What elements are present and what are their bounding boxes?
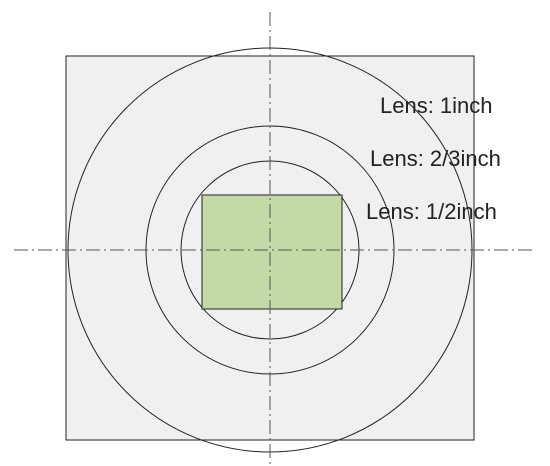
label-lens-2-3inch: Lens: 2/3inch [370,146,501,171]
label-lens-1-2inch: Lens: 1/2inch [366,199,497,224]
sensor-rectangle [201,194,343,310]
label-lens-1inch: Lens: 1inch [380,93,493,118]
